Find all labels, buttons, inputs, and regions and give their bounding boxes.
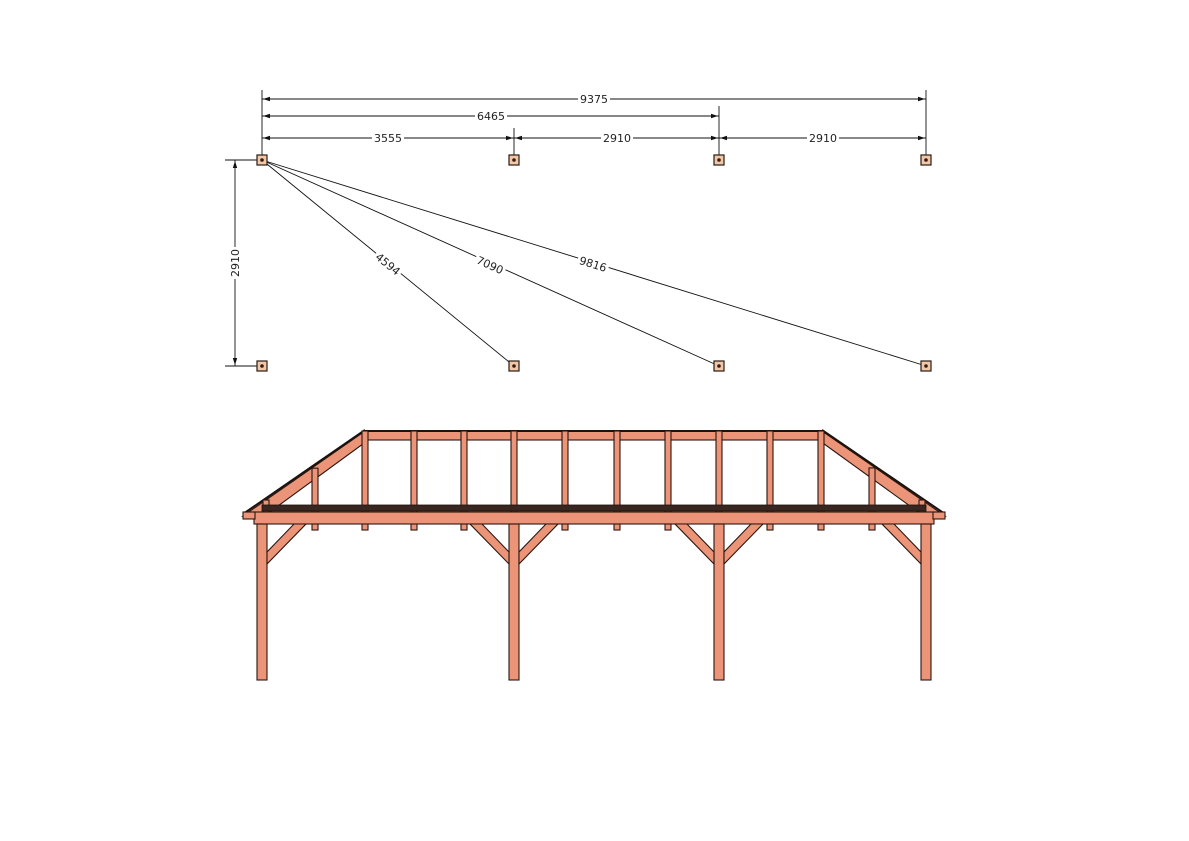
label-background bbox=[601, 131, 633, 144]
knee-brace-right bbox=[723, 523, 765, 566]
dimension-label: 9375 bbox=[580, 93, 608, 106]
post-footprint bbox=[713, 360, 725, 372]
knee-brace-right bbox=[266, 523, 308, 566]
left-hip-rafter bbox=[241, 430, 368, 517]
arrowhead-icon bbox=[918, 96, 925, 102]
dimension-label: 2910 bbox=[603, 132, 631, 145]
post bbox=[508, 523, 520, 681]
left-roof-edge bbox=[242, 429, 366, 515]
arrowhead-icon bbox=[263, 113, 270, 119]
horizontal-dimension: 6465 bbox=[262, 109, 719, 123]
dimension-label: 6465 bbox=[477, 110, 505, 123]
dimension-label: 2910 bbox=[809, 132, 837, 145]
arrowhead-icon bbox=[263, 135, 270, 141]
label-background bbox=[475, 109, 507, 122]
ridge-beam bbox=[364, 430, 823, 441]
post bbox=[713, 523, 725, 681]
label-background bbox=[807, 131, 839, 144]
horizontal-dimension: 3555 bbox=[262, 131, 514, 145]
post-footprint bbox=[256, 154, 268, 166]
post-footprint bbox=[920, 154, 932, 166]
diagonal-dimension: 9816 bbox=[261, 159, 927, 367]
arrowhead-icon bbox=[711, 113, 718, 119]
post bbox=[920, 523, 932, 681]
post-center-icon bbox=[924, 158, 928, 162]
post-center-icon bbox=[260, 158, 264, 162]
post-center-icon bbox=[512, 364, 516, 368]
diagonal-dimension: 7090 bbox=[261, 159, 720, 367]
knee-brace-left bbox=[673, 523, 715, 566]
post-footprint bbox=[713, 154, 725, 166]
vertical-rafter bbox=[766, 430, 774, 531]
post-footprint bbox=[256, 360, 268, 372]
arrowhead-icon bbox=[918, 135, 925, 141]
arrowhead-icon bbox=[515, 135, 522, 141]
right-hip-rafter bbox=[819, 430, 948, 517]
label-background bbox=[372, 131, 404, 144]
dimension-label: 2910 bbox=[229, 249, 242, 277]
vertical-rafter bbox=[561, 430, 569, 531]
right-eave-tail bbox=[932, 511, 946, 520]
label-background bbox=[228, 247, 242, 279]
vertical-rafter bbox=[664, 430, 672, 531]
label-background bbox=[371, 248, 405, 279]
vertical-rafter bbox=[868, 467, 876, 531]
post-center-icon bbox=[717, 158, 721, 162]
post-center-icon bbox=[260, 364, 264, 368]
wall-plate-shadow bbox=[261, 504, 927, 512]
post-footprint bbox=[920, 360, 932, 372]
label-background bbox=[578, 92, 610, 105]
knee-brace-left bbox=[880, 523, 922, 566]
dimension-label: 3555 bbox=[374, 132, 402, 145]
vertical-rafter bbox=[613, 430, 621, 531]
arrowhead-icon bbox=[232, 161, 238, 168]
vertical-rafter bbox=[817, 430, 825, 531]
main-beam bbox=[253, 511, 935, 525]
arrowhead-icon bbox=[720, 135, 727, 141]
dimension-label: 9816 bbox=[578, 254, 609, 275]
vertical-dimension: 2910 bbox=[225, 159, 258, 367]
arrowhead-icon bbox=[263, 96, 270, 102]
label-background bbox=[472, 251, 508, 278]
knee-brace-left bbox=[468, 523, 510, 566]
post bbox=[256, 523, 268, 681]
post-center-icon bbox=[924, 364, 928, 368]
dimension-label: 7090 bbox=[474, 254, 505, 277]
vertical-rafter bbox=[410, 430, 418, 531]
arrowhead-icon bbox=[506, 135, 513, 141]
vertical-rafter bbox=[361, 430, 369, 531]
vertical-rafter bbox=[311, 467, 319, 531]
horizontal-dimension: 2910 bbox=[719, 131, 926, 145]
post-footprint bbox=[508, 360, 520, 372]
post-center-icon bbox=[512, 158, 516, 162]
horizontal-dimension: 9375 bbox=[262, 92, 926, 106]
horizontal-dimension: 2910 bbox=[514, 131, 719, 145]
arrowhead-icon bbox=[232, 358, 238, 365]
post-center-icon bbox=[717, 364, 721, 368]
elevation-view bbox=[241, 429, 948, 681]
label-background bbox=[575, 252, 611, 275]
arrowhead-icon bbox=[711, 135, 718, 141]
knee-brace-right bbox=[518, 523, 560, 566]
right-roof-edge bbox=[821, 429, 946, 515]
left-eave-tail bbox=[242, 511, 256, 520]
vertical-rafter bbox=[460, 430, 468, 531]
post-footprint bbox=[508, 154, 520, 166]
